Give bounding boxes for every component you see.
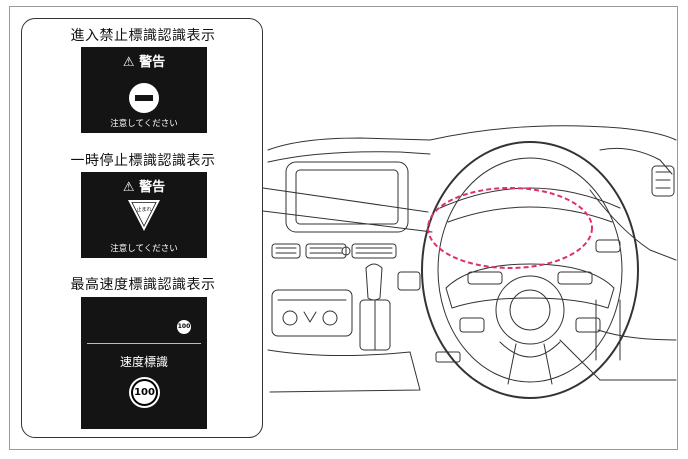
- right-door-line: [589, 189, 677, 261]
- left-vent: [271, 243, 301, 259]
- speed-limit-display: 100 速度標識 100: [81, 297, 207, 429]
- warning-message: 注意してください: [110, 244, 178, 254]
- stop-sign-text: 止まれ: [136, 206, 151, 213]
- climate-panel: [271, 289, 353, 337]
- leader-line-bottom: [262, 210, 433, 233]
- climate-knob-left: [282, 310, 298, 326]
- warning-triangle-icon: ⚠: [122, 180, 135, 195]
- warning-heading: ⚠ 警告: [122, 55, 166, 70]
- steering-wheel-rim: [421, 141, 639, 399]
- shift-lever: [365, 263, 383, 301]
- steering-emblem: [509, 289, 551, 331]
- no-entry-sign-icon: [129, 83, 159, 113]
- dash-top-edge: [267, 125, 677, 151]
- no-entry-display: ⚠ 警告 注意してください: [81, 47, 207, 133]
- leader-line-top: [262, 187, 429, 213]
- lower-console: [267, 349, 421, 393]
- steering-left-buttons: [467, 271, 503, 285]
- speed-sign-label: 速度標識: [119, 355, 168, 369]
- section-title-no-entry: 進入禁止標識認識表示: [70, 28, 216, 44]
- steering-spokes: [445, 263, 615, 309]
- small-switch-panel: [397, 271, 421, 291]
- right-vent: [651, 165, 675, 197]
- hazard-button: [341, 246, 351, 256]
- steering-lower-spoke: [507, 343, 553, 385]
- center-screen-inner: [295, 169, 399, 225]
- stop-sign-display: ⚠ 警告 止まれ 注意してください: [81, 172, 207, 258]
- stop-sign-icon: 止まれ: [128, 200, 160, 231]
- right-dash-top: [599, 147, 673, 175]
- steering-wheel-inner-rim: [437, 157, 623, 383]
- steering-right-buttons: [557, 271, 593, 285]
- meter-highlight-ellipse: [427, 187, 593, 269]
- warning-heading: ⚠ 警告: [122, 180, 166, 195]
- dash-upper-ridge: [267, 151, 431, 163]
- section-title-speed: 最高速度標識認識表示: [70, 277, 216, 293]
- climate-knob-right: [322, 310, 338, 326]
- meter-hood: [439, 187, 621, 209]
- small-speed-sign: 100: [177, 320, 191, 334]
- big-speed-sign: 100: [131, 379, 158, 406]
- center-screen: [285, 161, 409, 233]
- steering-hub: [495, 275, 565, 345]
- callout-box: 進入禁止標識認識表示 ⚠ 警告 注意してください 一時停止標識認識表示 ⚠ 警告…: [21, 18, 263, 438]
- section-title-stop: 一時停止標識認識表示: [70, 153, 216, 169]
- center-vent-right: [351, 243, 397, 259]
- center-vent-left: [305, 243, 347, 259]
- warning-triangle-icon: ⚠: [122, 55, 135, 70]
- divider: [87, 343, 201, 344]
- warning-message: 注意してください: [110, 119, 178, 129]
